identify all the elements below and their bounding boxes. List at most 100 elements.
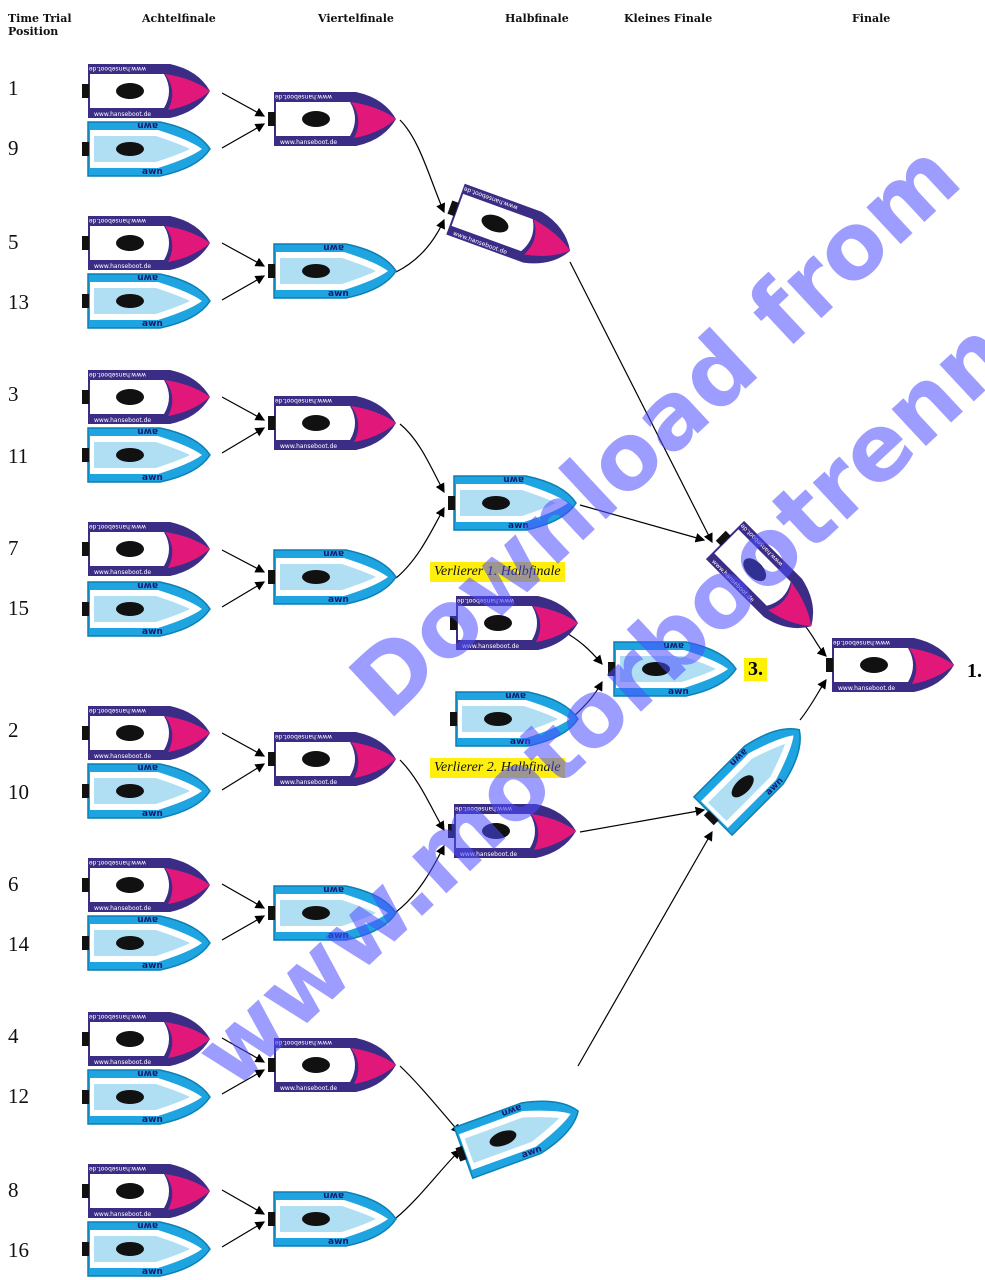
qf-boat-4: awn awn [266,546,398,608]
svg-text:www.hanseboot.de: www.hanseboot.de [462,643,519,650]
final-boat-top: www.hanseboot.de www.hanseboot.de [697,512,834,649]
svg-text:awn: awn [142,319,163,329]
header-kleines-finale: Kleines Finale [624,12,713,25]
svg-text:www.hanseboot.de: www.hanseboot.de [94,569,151,576]
seed-position: 8 [8,1178,19,1202]
sf-boat-1: www.hanseboot.de www.hanseboot.de [437,177,582,280]
svg-text:awn: awn [142,167,163,177]
qf-boat-5: www.hanseboot.de www.hanseboot.de [266,728,398,790]
svg-text:www.hanseboot.de: www.hanseboot.de [94,1059,151,1066]
seed-position: 16 [8,1238,29,1262]
svg-text:awn: awn [323,548,344,558]
svg-text:awn: awn [142,473,163,483]
svg-text:www.hanseboot.de: www.hanseboot.de [94,111,151,118]
r16-boat-10: awn awn [80,760,212,822]
header-halbfinale: Halbfinale [505,12,569,25]
svg-text:www.hanseboot.de: www.hanseboot.de [89,65,146,72]
svg-text:awn: awn [142,961,163,971]
loser-semifinal-2-label: Verlierer 2. Halbfinale [430,758,565,778]
svg-text:www.hanseboot.de: www.hanseboot.de [89,523,146,530]
sf-boat-4: awn awn [445,1081,590,1184]
svg-text:awn: awn [328,931,349,941]
qf-boat-6: awn awn [266,882,398,944]
seed-position: 11 [8,444,29,468]
r16-boat-5: www.hanseboot.de www.hanseboot.de [80,212,212,274]
svg-text:www.hanseboot.de: www.hanseboot.de [838,685,895,692]
seed-position: 9 [8,136,19,160]
svg-text:www.hanseboot.de: www.hanseboot.de [89,859,146,866]
header-time-trial: Time Trial Position [8,12,72,38]
svg-text:www.hanseboot.de: www.hanseboot.de [94,905,151,912]
seed-position: 1 [8,76,19,100]
svg-text:awn: awn [323,242,344,252]
svg-text:www.hanseboot.de: www.hanseboot.de [89,217,146,224]
svg-text:awn: awn [663,640,684,650]
seed-position: 15 [8,596,29,620]
svg-text:www.hanseboot.de: www.hanseboot.de [89,707,146,714]
svg-text:awn: awn [323,884,344,894]
svg-text:www.hanseboot.de: www.hanseboot.de [275,733,332,740]
seed-position: 2 [8,718,19,742]
svg-text:awn: awn [328,1237,349,1247]
svg-text:www.hanseboot.de: www.hanseboot.de [280,779,337,786]
r16-boat-7: www.hanseboot.de www.hanseboot.de [80,518,212,580]
svg-text:awn: awn [137,426,158,436]
svg-text:www.hanseboot.de: www.hanseboot.de [89,371,146,378]
svg-text:www.hanseboot.de: www.hanseboot.de [280,139,337,146]
svg-text:www.hanseboot.de: www.hanseboot.de [94,417,151,424]
sf-boat-3: www.hanseboot.de www.hanseboot.de [446,800,578,862]
qf-boat-1: www.hanseboot.de www.hanseboot.de [266,88,398,150]
r16-boat-3: www.hanseboot.de www.hanseboot.de [80,366,212,428]
svg-text:awn: awn [142,809,163,819]
svg-text:awn: awn [137,1220,158,1230]
r16-boat-4: www.hanseboot.de www.hanseboot.de [80,1008,212,1070]
svg-text:awn: awn [137,272,158,282]
svg-text:www.hanseboot.de: www.hanseboot.de [833,639,890,646]
svg-text:www.hanseboot.de: www.hanseboot.de [89,1165,146,1172]
svg-text:awn: awn [137,580,158,590]
svg-text:www.hanseboot.de: www.hanseboot.de [275,1039,332,1046]
svg-text:www.hanseboot.de: www.hanseboot.de [460,851,517,858]
svg-text:awn: awn [328,595,349,605]
third-place-label: 3. [744,658,767,681]
seed-position: 12 [8,1084,29,1108]
svg-text:awn: awn [137,914,158,924]
svg-text:www.hanseboot.de: www.hanseboot.de [280,443,337,450]
svg-text:www.hanseboot.de: www.hanseboot.de [275,93,332,100]
r16-boat-13: awn awn [80,270,212,332]
svg-text:awn: awn [503,474,524,484]
header-viertelfinale: Viertelfinale [318,12,394,25]
qf-boat-7: www.hanseboot.de www.hanseboot.de [266,1034,398,1096]
r16-boat-16: awn awn [80,1218,212,1280]
winner-boat: www.hanseboot.de www.hanseboot.de [824,634,956,696]
r16-boat-2: www.hanseboot.de www.hanseboot.de [80,702,212,764]
svg-text:awn: awn [137,120,158,130]
seed-position: 6 [8,872,19,896]
r16-boat-9: awn awn [80,118,212,180]
svg-text:www.hanseboot.de: www.hanseboot.de [457,597,514,604]
svg-text:awn: awn [328,289,349,299]
svg-text:awn: awn [508,521,529,531]
loser-boat-1: www.hanseboot.de www.hanseboot.de [448,592,580,654]
svg-text:awn: awn [137,1068,158,1078]
svg-text:www.hanseboot.de: www.hanseboot.de [455,805,512,812]
loser-boat-2: awn awn [448,688,580,750]
svg-text:awn: awn [505,690,526,700]
svg-text:www.hanseboot.de: www.hanseboot.de [275,397,332,404]
seed-position: 10 [8,780,29,804]
sf-boat-2: awn awn [446,472,578,534]
svg-text:awn: awn [137,762,158,772]
first-place-label: 1. [967,660,982,682]
seed-position: 13 [8,290,29,314]
svg-text:www.hanseboot.de: www.hanseboot.de [94,263,151,270]
svg-text:awn: awn [510,737,531,747]
svg-text:awn: awn [668,687,689,697]
qf-boat-8: awn awn [266,1188,398,1250]
header-finale: Finale [852,12,891,25]
seed-position: 4 [8,1024,19,1048]
small-final-boat: awn awn [606,638,738,700]
svg-text:awn: awn [142,627,163,637]
r16-boat-11: awn awn [80,424,212,486]
r16-boat-15: awn awn [80,578,212,640]
seed-position: 7 [8,536,19,560]
